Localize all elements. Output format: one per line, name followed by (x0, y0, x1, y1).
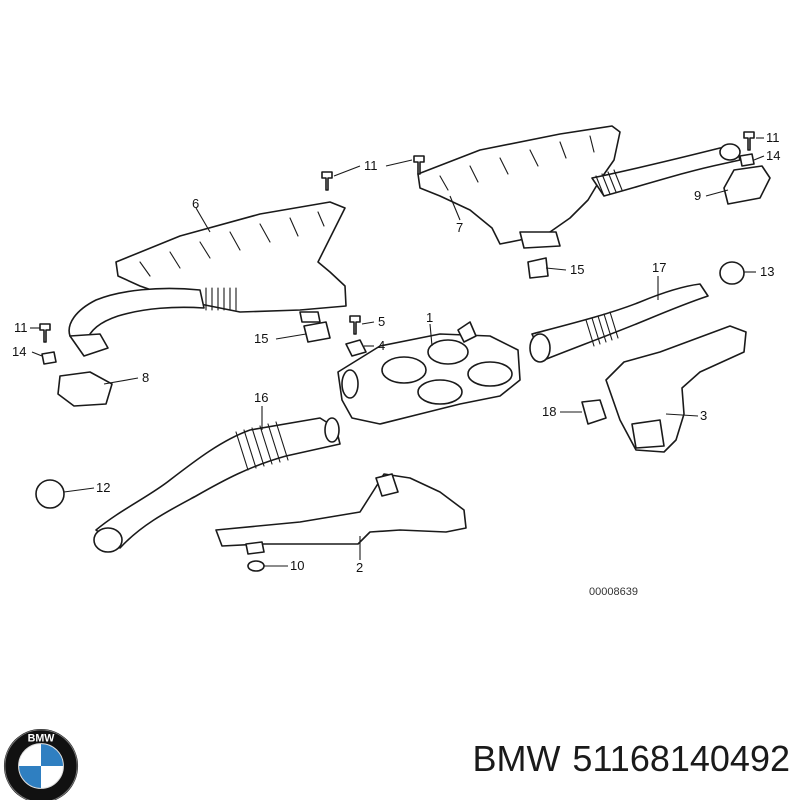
part-4-nut (345, 339, 367, 357)
callout-14-left: 14 (12, 344, 26, 359)
part-1-air-distributor (337, 321, 521, 425)
part-12-round-vent (35, 479, 65, 509)
callout-10: 10 (290, 558, 304, 573)
logo-blue-quadrant (41, 743, 64, 766)
callout-6: 6 (192, 196, 199, 211)
callout-11-right: 11 (766, 130, 780, 145)
part-9-vent-nozzle (723, 165, 771, 205)
callout-14-right: 14 (766, 148, 780, 163)
callout-17: 17 (652, 260, 666, 275)
part-caption: BMW 51168140492 (472, 738, 790, 780)
callout-11-left: 11 (14, 320, 28, 335)
part-2-floor-duct (215, 473, 467, 555)
part-11-screw-upper (413, 155, 425, 175)
part-15-clip-upper (527, 257, 549, 279)
part-11-screw-upper-left (321, 171, 333, 191)
part-5-screw (349, 315, 361, 335)
callout-1: 1 (426, 310, 433, 325)
part-14-clip-left (41, 351, 57, 365)
callout-15-upper: 15 (570, 262, 584, 277)
part-14-clip-right (739, 153, 755, 167)
part-16-air-hose (93, 417, 341, 553)
part-11-screw-left (39, 323, 51, 343)
callout-15-left: 15 (254, 331, 268, 346)
callout-labels: 1 2 3 4 5 6 7 8 9 10 11 11 11 12 13 14 1… (12, 130, 780, 575)
callout-3: 3 (700, 408, 707, 423)
part-18-clip (581, 399, 607, 425)
callout-9: 9 (694, 188, 701, 203)
part-6-air-duct-left (68, 201, 347, 357)
callout-5: 5 (378, 314, 385, 329)
part-10-washer (247, 560, 265, 572)
callout-8: 8 (142, 370, 149, 385)
callout-18: 18 (542, 404, 556, 419)
callout-4: 4 (378, 338, 385, 353)
part-number: 51168140492 (572, 738, 790, 779)
part-17-air-hose (529, 283, 709, 363)
part-11-screw-right (743, 131, 755, 151)
callout-2: 2 (356, 560, 363, 575)
callout-11-upper-left: 11 (364, 158, 378, 173)
part-3-rear-duct (605, 325, 747, 453)
part-15-clip-left (303, 321, 331, 343)
leader-lines (30, 137, 765, 567)
logo-letters: BMW (28, 733, 56, 745)
part-8-vent-grille (57, 371, 113, 407)
bmw-logo: BMW (3, 728, 79, 800)
logo-blue-quadrant (18, 766, 41, 789)
diagram-reference-code: 00008639 (589, 586, 638, 598)
brand-name: BMW (472, 738, 561, 779)
part-13-sleeve (719, 261, 745, 285)
callout-16: 16 (254, 390, 268, 405)
part-7-air-duct-right (417, 125, 741, 249)
callout-13: 13 (760, 264, 774, 279)
callout-12: 12 (96, 480, 110, 495)
callout-7: 7 (456, 220, 463, 235)
